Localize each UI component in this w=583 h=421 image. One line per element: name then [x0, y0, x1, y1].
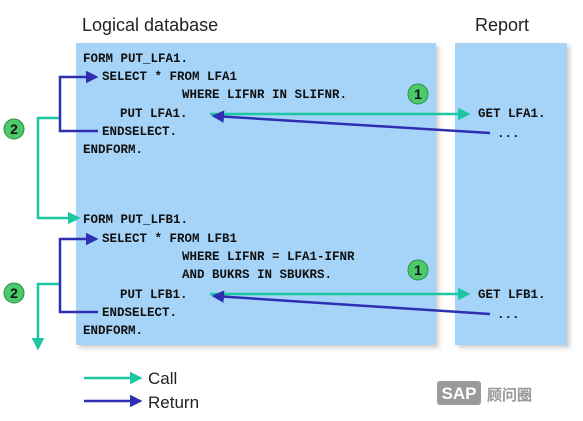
code-line: ENDFORM.: [83, 324, 143, 338]
legend-call-label: Call: [148, 369, 177, 388]
legend-return-label: Return: [148, 393, 199, 412]
code-line: ENDFORM.: [83, 143, 143, 157]
svg-text:1: 1: [414, 86, 422, 102]
code-line: SELECT * FROM LFB1: [102, 232, 237, 246]
svg-text:顾问圈: 顾问圈: [487, 386, 532, 404]
badge-1-top: 1: [407, 83, 429, 105]
code-line: ENDSELECT.: [102, 125, 177, 139]
call-arrow-exit: [31, 282, 60, 351]
report-line: ...: [497, 308, 520, 322]
return-arrow-lfa1: [211, 110, 491, 135]
badge-2-bottom: 2: [3, 282, 25, 304]
code-line: AND BUKRS IN SBUKRS.: [182, 268, 332, 282]
loop-arrow-endselect-2: [58, 232, 99, 314]
report-header: Report: [475, 15, 529, 35]
svg-text:SAP: SAP: [442, 384, 477, 403]
svg-text:1: 1: [414, 262, 422, 278]
code-line: WHERE LIFNR IN SLIFNR.: [182, 88, 347, 102]
code-line: WHERE LIFNR = LFA1-IFNR: [182, 250, 355, 264]
badge-2-top: 2: [3, 118, 25, 140]
report-line: ...: [497, 127, 520, 141]
code-line: ENDSELECT.: [102, 306, 177, 320]
code-line: FORM PUT_LFA1.: [83, 52, 188, 66]
report-panel: [455, 43, 567, 345]
svg-text:2: 2: [10, 285, 18, 301]
watermark-logo: SAP 顾问圈: [437, 381, 532, 405]
loop-arrow-endselect-1: [58, 70, 99, 133]
code-line: PUT LFA1.: [120, 107, 188, 121]
svg-text:2: 2: [10, 121, 18, 137]
return-arrow-lfb1: [211, 290, 491, 316]
code-line: PUT LFB1.: [120, 288, 188, 302]
code-line: FORM PUT_LFB1.: [83, 213, 188, 227]
report-line: GET LFB1.: [478, 288, 546, 302]
logical-database-header: Logical database: [82, 15, 218, 35]
call-arrow-form-put-lfb1: [36, 116, 78, 218]
report-line: GET LFA1.: [478, 107, 546, 121]
badge-1-bottom: 1: [407, 259, 429, 281]
code-line: SELECT * FROM LFA1: [102, 70, 237, 84]
